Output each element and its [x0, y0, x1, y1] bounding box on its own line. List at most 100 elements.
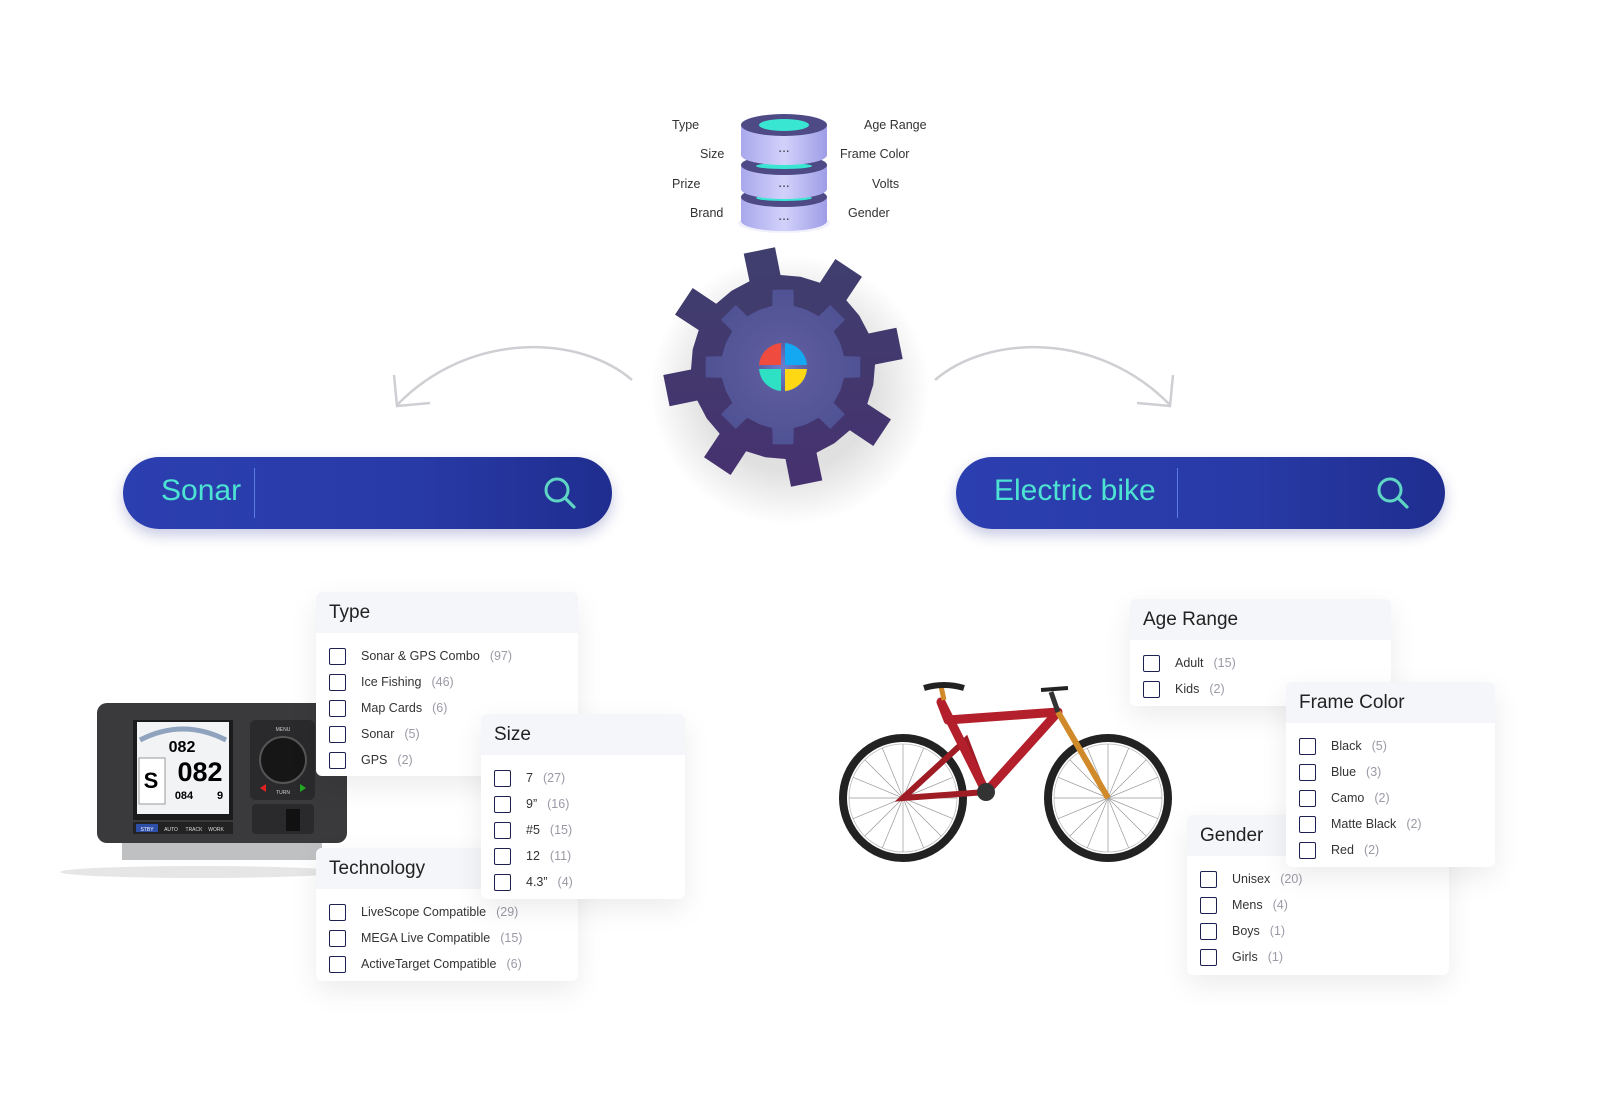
- search-bar-sonar[interactable]: Sonar: [123, 457, 612, 529]
- filter-panel-type: Type Sonar & GPS Combo(97)Ice Fishing(46…: [316, 592, 578, 776]
- filter-option[interactable]: Kids(2): [1130, 676, 1391, 702]
- checkbox[interactable]: [1299, 841, 1316, 859]
- filter-option[interactable]: Unisex(20): [1187, 866, 1449, 892]
- filter-option[interactable]: Red(2): [1286, 837, 1495, 863]
- filter-option-count: (2): [1363, 843, 1380, 857]
- search-icon[interactable]: [542, 475, 578, 511]
- filter-option[interactable]: Black(5): [1286, 733, 1495, 759]
- checkbox[interactable]: [1200, 896, 1217, 914]
- checkbox[interactable]: [329, 929, 346, 947]
- checkbox[interactable]: [1143, 680, 1160, 698]
- checkbox[interactable]: [329, 673, 346, 691]
- filter-option-label: Boys: [1232, 924, 1260, 938]
- search-input-value[interactable]: Sonar: [161, 474, 242, 507]
- checkbox[interactable]: [1299, 815, 1316, 833]
- filter-option[interactable]: Girls(1): [1187, 944, 1449, 970]
- checkbox[interactable]: [1299, 737, 1316, 755]
- wheel-spoke: [1057, 777, 1109, 799]
- filter-option[interactable]: 9”(16): [481, 791, 685, 817]
- checkbox[interactable]: [1143, 654, 1160, 672]
- filter-option-label: Kids: [1175, 682, 1200, 696]
- db-label-type: Type: [672, 118, 700, 132]
- filter-option[interactable]: Map Cards (6): [316, 695, 578, 721]
- checkbox[interactable]: [329, 699, 346, 717]
- filter-option[interactable]: MEGA Live Compatible(15): [316, 925, 578, 951]
- wheel-spoke: [864, 759, 904, 799]
- filter-option-count: (15): [500, 931, 523, 945]
- filter-option-count: (4): [557, 875, 573, 889]
- wheel-spoke: [1107, 797, 1159, 819]
- device-screen-text: 082: [177, 757, 222, 787]
- filter-option-count: (2): [397, 753, 413, 767]
- filter-option-count: (29): [496, 905, 519, 919]
- device-button-label: MENU: [276, 727, 291, 733]
- filter-panel-size: Size 7(27)9”(16)#5(15)12(11) 4.3” (4): [481, 714, 685, 899]
- device-button-label: AUTO: [164, 827, 178, 833]
- filter-option[interactable]: #5(15): [481, 817, 685, 843]
- wheel-spoke: [852, 797, 904, 819]
- filter-option-label: 4.3”: [526, 875, 548, 889]
- filter-panel-title: Age Range: [1130, 599, 1391, 640]
- filter-option[interactable]: 12(11): [481, 843, 685, 869]
- filter-option[interactable]: 7(27): [481, 765, 685, 791]
- filter-option[interactable]: Matte Black(2): [1286, 811, 1495, 837]
- checkbox[interactable]: [494, 873, 511, 891]
- electric-bike-image: [839, 682, 1172, 862]
- db-disk-dots: ...: [778, 176, 789, 190]
- checkbox[interactable]: [1200, 948, 1217, 966]
- checkbox[interactable]: [329, 955, 346, 973]
- filter-option[interactable]: Sonar(5): [316, 721, 578, 747]
- filter-panel-title: Frame Color: [1286, 682, 1495, 723]
- device-button-label: STBY: [140, 827, 154, 833]
- wheel-spoke: [1057, 797, 1109, 819]
- filter-option[interactable]: Boys (1): [1187, 918, 1449, 944]
- filter-option[interactable]: Ice Fishing(46): [316, 669, 578, 695]
- filter-option-count: (1): [1269, 924, 1286, 938]
- filter-option-label: ActiveTarget Compatible: [361, 957, 497, 971]
- filter-option-label: Sonar: [361, 727, 395, 741]
- filter-option-label: Matte Black: [1331, 817, 1397, 831]
- checkbox[interactable]: [494, 821, 511, 839]
- filter-option-label: Mens: [1232, 898, 1263, 912]
- filter-option-count: (15): [549, 823, 573, 837]
- filter-option[interactable]: Mens(4): [1187, 892, 1449, 918]
- device-button-label: WORK: [208, 827, 224, 833]
- filter-option-count: (27): [542, 771, 566, 785]
- filter-option[interactable]: Adult(15): [1130, 650, 1391, 676]
- checkbox[interactable]: [494, 847, 511, 865]
- checkbox[interactable]: [494, 795, 511, 813]
- filter-panel-title: Size: [481, 714, 685, 755]
- db-label-size: Size: [700, 147, 725, 161]
- arrow-left-icon: [392, 345, 633, 408]
- search-input-value[interactable]: Electric bike: [994, 474, 1156, 507]
- filter-option[interactable]: LiveScope Compatible(29): [316, 899, 578, 925]
- filter-option-label: Map Cards: [361, 701, 423, 715]
- filter-option[interactable]: GPS(2): [316, 747, 578, 773]
- filter-option-count: (6): [432, 701, 448, 715]
- checkbox[interactable]: [1200, 922, 1217, 940]
- checkbox[interactable]: [329, 725, 346, 743]
- filter-option-label: Girls: [1232, 950, 1258, 964]
- search-icon[interactable]: [1375, 475, 1411, 511]
- filter-option[interactable]: Blue(3): [1286, 759, 1495, 785]
- filter-option[interactable]: Sonar & GPS Combo(97): [316, 643, 578, 669]
- filter-option[interactable]: Camo(2): [1286, 785, 1495, 811]
- filter-option[interactable]: 4.3” (4): [481, 869, 685, 895]
- checkbox[interactable]: [329, 751, 346, 769]
- checkbox[interactable]: [1299, 763, 1316, 781]
- search-bar-electric-bike[interactable]: Electric bike: [956, 457, 1445, 529]
- checkbox[interactable]: [1200, 870, 1217, 888]
- filter-panel-frame-color: Frame Color Black(5)Blue(3)Camo(2)Matte …: [1286, 682, 1495, 867]
- checkbox[interactable]: [329, 647, 346, 665]
- filter-option-count: (46): [431, 675, 454, 689]
- search-divider: [254, 468, 255, 518]
- database-icon: ... ... ...: [738, 114, 830, 233]
- device-screen-text: 084: [175, 790, 194, 802]
- filter-option[interactable]: ActiveTarget Compatible(6): [316, 951, 578, 977]
- checkbox[interactable]: [494, 769, 511, 787]
- checkbox[interactable]: [329, 903, 346, 921]
- wheel-spoke: [1107, 797, 1147, 837]
- wheel-spoke: [852, 777, 904, 799]
- device-button-label: TRACK: [186, 827, 204, 833]
- checkbox[interactable]: [1299, 789, 1316, 807]
